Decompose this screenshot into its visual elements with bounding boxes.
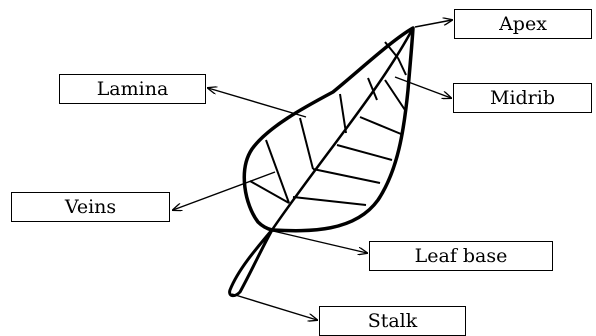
leaf-veins xyxy=(249,41,407,206)
vein-upper-4 xyxy=(299,117,314,170)
vein-lower-2 xyxy=(384,79,406,111)
label-midrib-text: Midrib xyxy=(489,86,555,109)
vein-lower-5 xyxy=(312,168,381,184)
label-veins-text: Veins xyxy=(64,195,117,218)
leaf-blade-outline xyxy=(242,26,415,233)
vein-upper-2 xyxy=(367,77,378,101)
arrow-stalk xyxy=(231,293,317,320)
vein-lower-3 xyxy=(359,116,402,135)
vein-lower-1 xyxy=(397,57,407,76)
arrow-midrib xyxy=(394,76,451,98)
label-midrib: Midrib xyxy=(453,83,592,113)
label-apex: Apex xyxy=(454,9,592,39)
label-lamina: Lamina xyxy=(59,74,206,104)
pointer-arrows xyxy=(173,20,452,320)
label-stalk: Stalk xyxy=(319,306,466,336)
label-leaf-base: Leaf base xyxy=(369,241,553,271)
arrow-leaf-base xyxy=(272,230,367,253)
arrow-apex xyxy=(414,20,452,28)
arrow-lamina xyxy=(208,88,307,118)
vein-left-1 xyxy=(249,180,290,204)
label-stalk-text: Stalk xyxy=(367,309,418,332)
leaf-midrib xyxy=(270,27,415,231)
leaf-stalk xyxy=(228,229,274,298)
vein-lower-6 xyxy=(292,196,367,206)
vein-lower-4 xyxy=(336,144,393,161)
label-apex-text: Apex xyxy=(499,12,547,35)
vein-upper-5 xyxy=(265,139,290,204)
vein-upper-1 xyxy=(384,41,399,59)
vein-upper-3 xyxy=(339,93,347,134)
label-veins: Veins xyxy=(11,192,170,222)
label-lamina-text: Lamina xyxy=(96,77,169,100)
label-leaf-base-text: Leaf base xyxy=(414,244,508,267)
arrow-veins xyxy=(173,171,276,210)
